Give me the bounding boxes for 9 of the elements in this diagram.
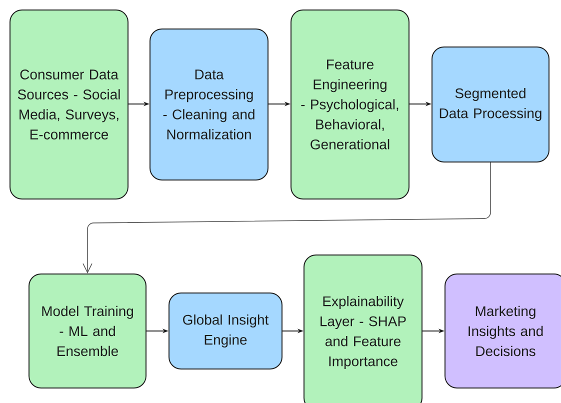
process-box: Feature Engineering - Psychological, Behavioral, Generational bbox=[290, 10, 410, 200]
process-box: Global Insight Engine bbox=[168, 292, 282, 370]
process-box: Marketing Insights and Decisions bbox=[444, 274, 561, 388]
process-box: Data Preprocessing - Cleaning and Normalization bbox=[150, 28, 268, 180]
process-box: Explainability Layer - SHAP and Feature Importance bbox=[304, 254, 422, 403]
arrow bbox=[82, 162, 491, 274]
process-box: Model Training - ML and Ensemble bbox=[28, 274, 146, 388]
process-box: Consumer Data Sources - Social Media, Surveys, E-commerce bbox=[10, 10, 128, 200]
process-box: Segmented Data Processing bbox=[432, 46, 550, 162]
